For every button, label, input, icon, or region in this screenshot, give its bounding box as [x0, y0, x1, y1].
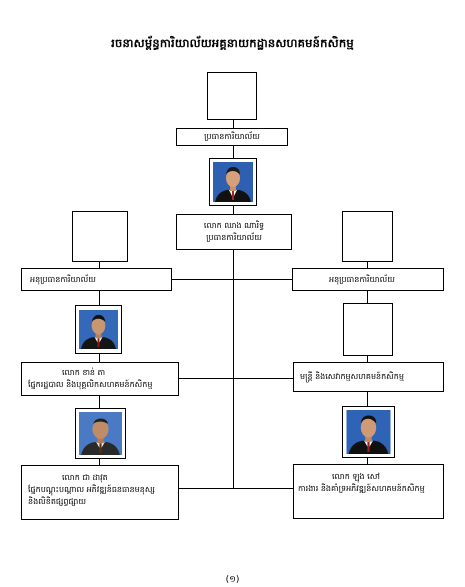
chart-title: រចនាសម្ព័ន្ធការិយាល័យអគ្គនាយកដ្ឋានសហគមន៍…	[111, 36, 354, 50]
office-head-label: ប្រធានការិយាល័យ	[204, 132, 260, 141]
portrait-image	[213, 162, 253, 202]
connector-bottom-horizontal	[179, 488, 293, 489]
connector-main-vertical	[233, 250, 234, 488]
portrait-image	[346, 410, 391, 454]
director-name: លោក ឈាង ណារិទ្ធ	[203, 221, 265, 230]
staff-name-bottom-left: លោក ជា ដាវុត	[62, 473, 108, 482]
photo-placeholder-left	[72, 211, 128, 262]
deputy-left-box: អនុប្រធានការិយាល័យ	[21, 268, 172, 291]
connector-frame-left	[99, 262, 100, 268]
connector-left-photo-box	[99, 354, 100, 362]
staff-role-bottom-left-1: ផ្នែកបណ្តុះបណ្តាល អភិវឌ្ឍន៍ធនធានមនុស្ស	[28, 485, 155, 494]
staff-role-bottom-left-2: និងលិខិតផ្សព្វផ្សាយ	[28, 497, 86, 506]
connector-deputies-horizontal	[172, 279, 292, 280]
page-number: (១)	[225, 575, 240, 585]
staff-box-mid-right: មន្ត្រី និងសេវាកម្មសហគមន៍កសិកម្ម	[293, 362, 444, 392]
deputy-right-box: អនុប្រធានការិយាល័យ	[292, 268, 444, 291]
connector-frame-right	[367, 262, 368, 268]
connector-left-branch-vertical	[99, 291, 100, 305]
office-head-box: ប្រធានការិយាល័យ	[176, 128, 288, 146]
staff-photo-bottom-left	[75, 408, 126, 459]
director-role: ប្រធានការិយាល័យ	[206, 233, 262, 242]
staff-name-bottom-right: លោក ឡុង សៅ	[332, 472, 380, 481]
staff-name-mid-left: លោក ខាន់ តា	[62, 368, 106, 377]
portrait-image	[79, 412, 122, 455]
connector-right-box-photo	[367, 392, 368, 406]
connector-top	[233, 120, 234, 128]
photo-placeholder-mid-right	[343, 303, 393, 356]
connector-right-branch-vertical	[367, 291, 368, 303]
connector-head-photo	[233, 146, 234, 158]
staff-photo-mid-left	[75, 305, 122, 354]
connector-right-photo-box	[367, 458, 368, 464]
staff-role-mid-right: មន្ត្រី និងសេវាកម្មសហគមន៍កសិកម្ម	[300, 372, 404, 381]
connector-left-photo2-box	[99, 459, 100, 465]
staff-photo-bottom-right	[342, 406, 395, 458]
connector-left-box-photo2	[99, 396, 100, 408]
connector-right-frame-box	[367, 356, 368, 362]
staff-box-mid-left: លោក ខាន់ តា ផ្នែករដ្ឋបាល និងបុគ្គលិកសហគម…	[21, 362, 179, 396]
portrait-image	[79, 310, 118, 349]
connector-photo-director	[233, 206, 234, 214]
staff-box-bottom-left: លោក ជា ដាវុត ផ្នែកបណ្តុះបណ្តាល អភិវឌ្ឍន៍…	[21, 465, 179, 520]
staff-role-bottom-right: ការងារ និងគាំទ្រអភិវឌ្ឍន៍សហគមន៍កសិកម្ម	[298, 484, 425, 493]
photo-placeholder-right	[342, 211, 393, 262]
deputy-right-label: អនុប្រធានការិយាល័យ	[329, 275, 395, 284]
photo-placeholder-top	[207, 72, 257, 120]
staff-box-bottom-right: លោក ឡុង សៅ ការងារ និងគាំទ្រអភិវឌ្ឍន៍សហគម…	[293, 464, 444, 519]
staff-role-mid-left: ផ្នែករដ្ឋបាល និងបុគ្គលិកសហគមន៍កសិកម្ម	[28, 380, 153, 389]
director-box: លោក ឈាង ណារិទ្ធ ប្រធានការិយាល័យ	[176, 214, 292, 250]
connector-mid-horizontal	[179, 378, 293, 379]
director-photo	[209, 158, 257, 206]
deputy-left-label: អនុប្រធានការិយាល័យ	[30, 275, 96, 284]
